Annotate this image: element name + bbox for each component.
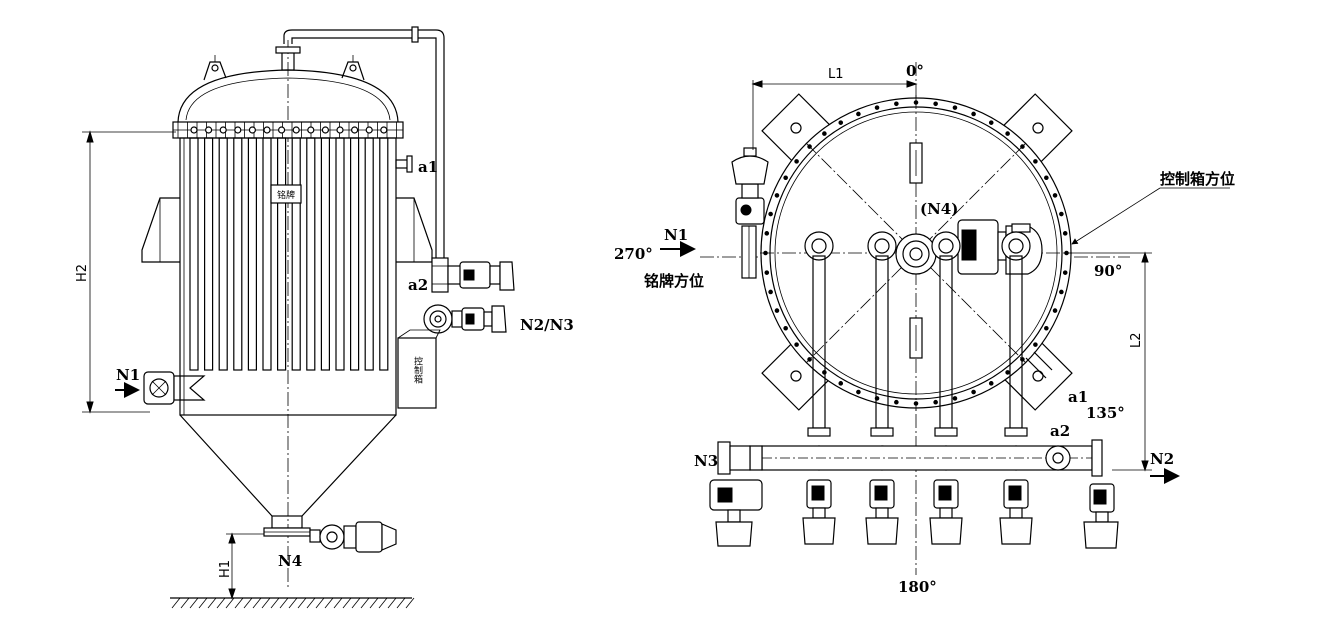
control-box-orientation-label: 控制箱方位: [1160, 170, 1235, 188]
a2-valve-group: [431, 257, 515, 293]
side-view: 铭牌 a1: [75, 26, 574, 609]
support-leg-left: [141, 197, 180, 263]
filter-tubes: [189, 126, 389, 371]
lifting-lug-left: [203, 55, 227, 81]
support-leg-ne: [1003, 93, 1073, 163]
bottom-cone: [179, 414, 397, 517]
n2-end-valve: [1083, 439, 1119, 549]
n1-inlet-valve: [143, 371, 206, 405]
n4-label-top: (N4): [920, 200, 958, 218]
angle-90: 90°: [1094, 262, 1122, 280]
a1-nozzle-top: [1025, 351, 1053, 379]
control-box: [397, 337, 437, 409]
n1-label-top: N1: [664, 226, 688, 244]
l1-dimension: [751, 80, 918, 150]
control-box-leader: [1071, 187, 1161, 245]
a2-flange-top: [1045, 445, 1071, 471]
control-box-label: 控制箱: [412, 355, 423, 384]
h1-label: H1: [218, 560, 233, 578]
nameplate-label: 铭牌: [277, 189, 295, 201]
top-view: (N4) N3 a2: [614, 62, 1235, 596]
a2-label: a2: [408, 276, 428, 294]
lifting-lug-right: [341, 55, 365, 81]
n1-inlet-top: [731, 147, 769, 279]
h1-dimension: [226, 532, 264, 600]
n3-valve: [709, 441, 763, 547]
h2-dimension: [82, 130, 176, 414]
a1-label-top: a1: [1068, 388, 1088, 406]
l2-label: L2: [1129, 332, 1144, 348]
nameplate-orientation-label: 铭牌方位: [644, 272, 704, 290]
angle-0: 0°: [906, 62, 924, 80]
nameplate-box: [270, 184, 302, 204]
support-leg-right: [396, 197, 433, 263]
l2-dimension: [1070, 251, 1152, 472]
n4-outlet-valve: [309, 521, 397, 553]
vent-pipe: [283, 29, 445, 258]
a1-label: a1: [418, 158, 438, 176]
a2-label-top: a2: [1050, 422, 1070, 440]
n2-label: N2: [1150, 450, 1174, 468]
n2n3-valve-group: [423, 304, 507, 334]
n4-label: N4: [278, 552, 302, 570]
n2n3-label: N2/N3: [520, 316, 574, 334]
angle-270: 270°: [614, 245, 653, 263]
a1-nozzle: [395, 159, 409, 169]
angle-135: 135°: [1086, 404, 1125, 422]
n3-label: N3: [694, 452, 718, 470]
l1-label: L1: [828, 67, 844, 82]
n1-label: N1: [116, 366, 140, 384]
angle-180: 180°: [898, 578, 937, 596]
h2-label: H2: [75, 264, 90, 282]
